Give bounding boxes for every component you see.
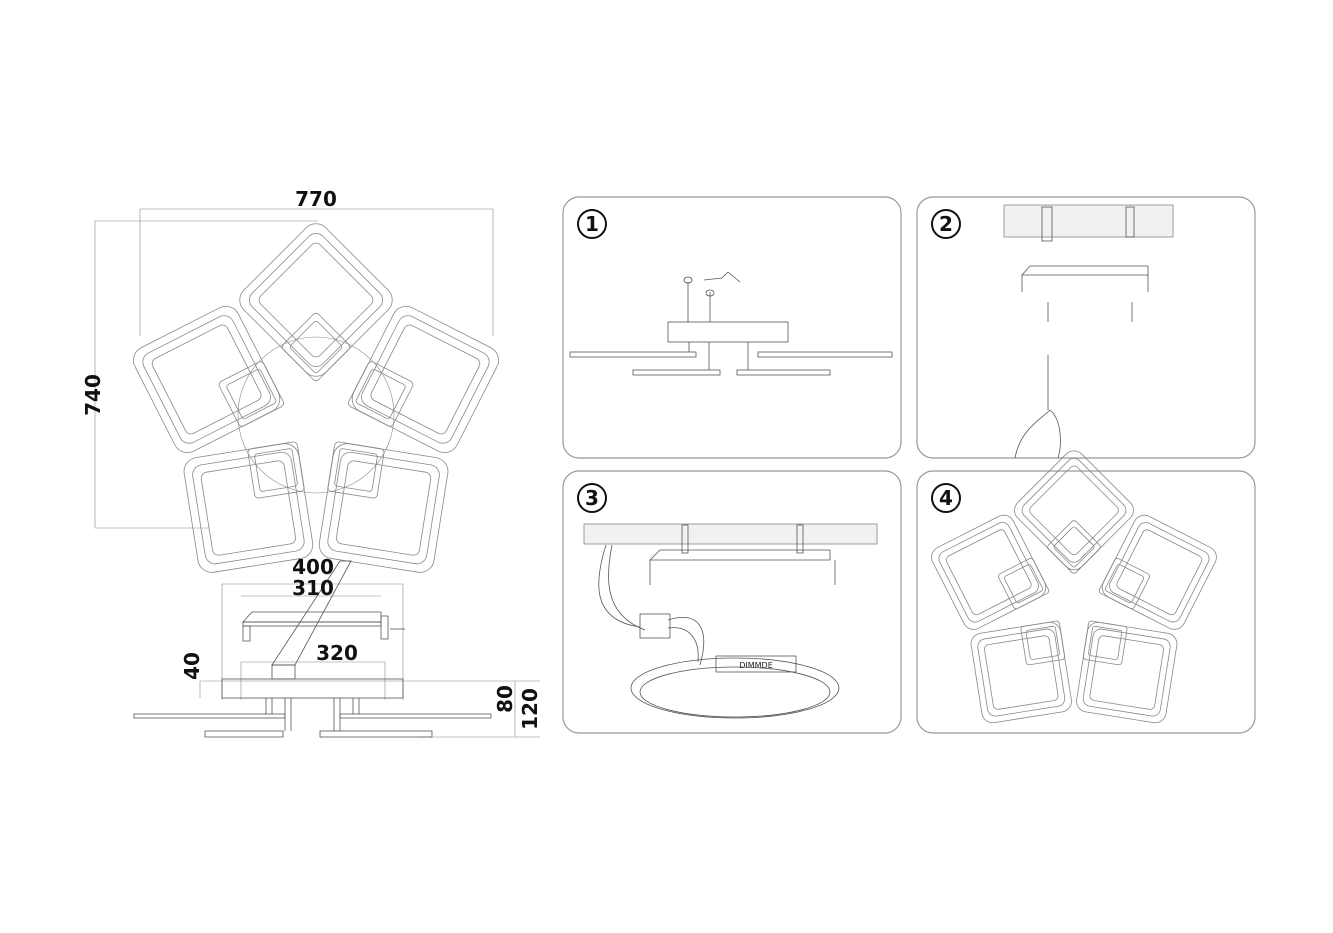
step-number: 2 [939, 212, 953, 236]
step-number: 3 [585, 486, 599, 510]
step-2-panel: 2 [916, 196, 1256, 459]
dimension-base-length: 320 [316, 641, 358, 665]
dimension-height: 740 [81, 374, 105, 416]
dimension-total-height: 120 [518, 688, 542, 730]
lamp-frame [133, 305, 284, 454]
lamp-star-assembled [931, 450, 1217, 724]
lamp-frame [348, 305, 499, 454]
dimension-body-height: 80 [493, 685, 517, 713]
lamp-frame [239, 223, 393, 382]
lamp-star-top-view [133, 223, 499, 573]
lamp-frame [183, 441, 314, 573]
lamp-frame [970, 620, 1072, 724]
lamp-frame [931, 514, 1050, 630]
lamp-frame [1014, 450, 1134, 574]
dimension-bracket-outer: 400 [292, 555, 334, 579]
step-number: 4 [939, 486, 953, 510]
ceiling [583, 523, 878, 545]
driver-label: DIMMDE [739, 661, 773, 670]
lamp-frame [318, 441, 449, 573]
top-view-drawing: 770 740 [81, 187, 499, 573]
dimension-bracket-inner: 310 [292, 576, 334, 600]
step-3-panel: 3 DIMMDE [562, 470, 902, 734]
dimension-width: 770 [295, 187, 337, 211]
step-1-panel: 1 [562, 196, 902, 459]
side-view-drawing: 400 310 320 40 80 120 [133, 555, 542, 738]
dimension-bracket-height: 40 [180, 652, 204, 680]
ceiling [1003, 204, 1174, 238]
step-number: 1 [585, 212, 599, 236]
lamp-frame [1098, 514, 1217, 630]
step-4-panel: 4 [916, 450, 1256, 734]
lamp-frame [1076, 620, 1178, 724]
